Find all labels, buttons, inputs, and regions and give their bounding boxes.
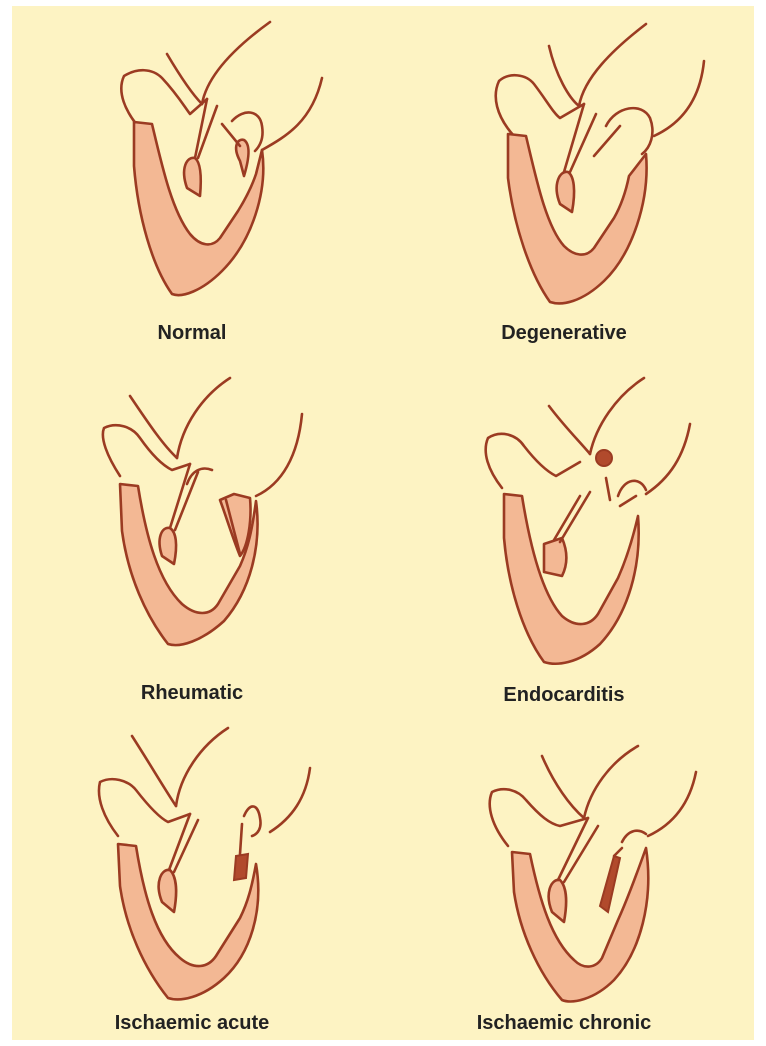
chordae-tendineae	[195, 99, 240, 158]
aorta-outline	[99, 779, 190, 836]
dilated-left-ventricle	[512, 848, 648, 1001]
aortic-wall-line	[167, 54, 202, 104]
aortic-wall-line	[542, 756, 584, 818]
heart-normal-illustration	[12, 6, 372, 306]
aortic-wall-line	[132, 736, 176, 806]
great-vessel-line	[176, 728, 228, 806]
papillary-muscle-left	[160, 528, 177, 564]
left-ventricle-wall	[508, 134, 647, 303]
great-vessel-line	[590, 378, 644, 454]
ruptured-papillary-muscle	[234, 854, 248, 880]
fused-chordae	[170, 464, 240, 554]
aortic-wall-line	[130, 396, 177, 458]
atrium-outline	[606, 108, 652, 154]
aortic-wall-line	[549, 406, 590, 454]
atrial-wall-line	[262, 78, 322, 150]
panel-rheumatic: Rheumatic	[12, 366, 372, 696]
atrium-outline	[187, 469, 212, 484]
aorta-outline	[103, 425, 190, 476]
atrial-wall-line	[646, 424, 690, 494]
great-vessel-line	[584, 746, 638, 818]
panel-endocarditis: Endocarditis	[384, 366, 744, 696]
thickened-leaflet	[220, 494, 251, 556]
panel-ischaemic-acute: Ischaemic acute	[12, 706, 372, 1036]
great-vessel-line	[177, 378, 230, 458]
papillary-muscle-left	[557, 172, 574, 212]
atrium-outline	[244, 806, 261, 836]
elongated-chordae	[564, 104, 620, 172]
chordae-tendineae	[169, 814, 242, 872]
panel-label: Normal	[12, 322, 372, 345]
panel-label: Rheumatic	[12, 682, 372, 705]
heart-rheumatic-illustration	[12, 366, 372, 666]
heart-ischaemic-acute-illustration	[12, 706, 372, 1006]
aorta-outline	[486, 434, 580, 488]
panel-label: Endocarditis	[384, 684, 744, 707]
aorta-outline	[496, 75, 584, 136]
aorta-outline	[490, 789, 588, 846]
tethered-papillary-muscle	[600, 856, 620, 912]
panel-ischaemic-chronic: Ischaemic chronic	[384, 706, 744, 1036]
panel-degenerative: Degenerative	[384, 6, 744, 336]
atrial-wall-line	[256, 414, 302, 496]
atrial-wall-line	[654, 61, 704, 136]
panel-label: Degenerative	[384, 322, 744, 345]
vegetation	[596, 450, 612, 466]
mitral-valve-diagram: Normal Degenerative Rheumatic	[12, 6, 754, 1040]
panel-label: Ischaemic acute	[12, 1012, 372, 1035]
papillary-muscle-left	[549, 880, 566, 922]
papillary-muscle-left	[159, 870, 176, 912]
panel-label: Ischaemic chronic	[384, 1012, 744, 1035]
great-vessel-line	[579, 24, 646, 106]
heart-degenerative-illustration	[384, 6, 744, 306]
papillary-muscle-left	[184, 158, 201, 196]
great-vessel-line	[202, 22, 270, 104]
heart-ischaemic-chronic-illustration	[384, 706, 744, 1006]
atrial-wall-line	[270, 768, 310, 832]
heart-endocarditis-illustration	[384, 366, 744, 666]
atrium-outline	[622, 831, 646, 842]
left-ventricle-wall	[504, 494, 639, 664]
atrium-outline	[618, 481, 646, 496]
aortic-wall-line	[549, 46, 579, 106]
papillary-muscle-left	[544, 538, 567, 576]
atrial-wall-line	[648, 772, 696, 836]
panel-normal: Normal	[12, 6, 372, 336]
